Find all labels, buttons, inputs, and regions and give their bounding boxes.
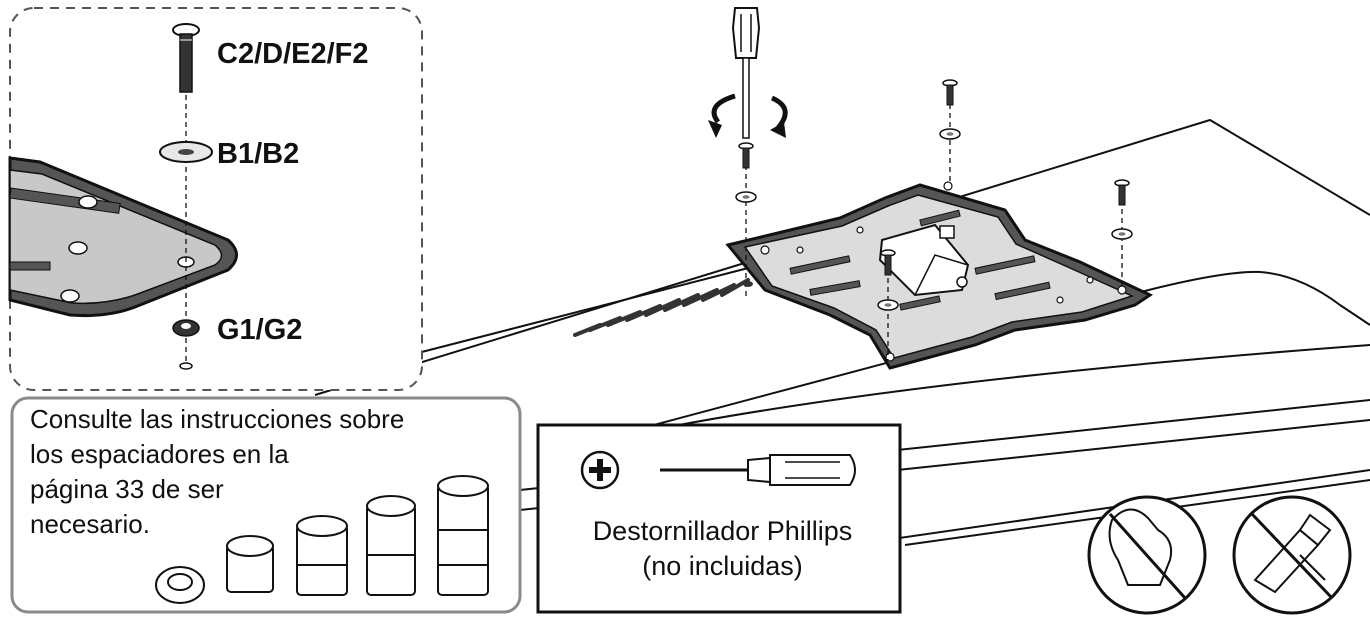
tool-name: Destornillador Phillips xyxy=(592,516,853,546)
no-overtighten-icon xyxy=(1087,495,1207,615)
phillips-plus-icon xyxy=(580,450,620,490)
spacer-icons xyxy=(155,475,489,604)
tool-caption: Destornillador Phillips (no incluidas) xyxy=(545,514,900,584)
spacer-note-box xyxy=(10,396,522,614)
spacer-note-line: página 33 de ser xyxy=(30,474,224,504)
tool-qualifier: (no incluidas) xyxy=(642,551,803,581)
screwdriver-icon xyxy=(660,454,856,486)
spacer-note-line: necesario. xyxy=(30,509,150,539)
spacer-note-line: los espaciadores en la xyxy=(30,439,289,469)
screw-label: C2/D/E2/F2 xyxy=(217,38,369,70)
tool-box xyxy=(536,423,902,614)
washer-label: B1/B2 xyxy=(217,138,300,170)
mounting-plate xyxy=(725,181,1154,370)
no-power-drill-icon xyxy=(1232,495,1352,615)
spacer-note-line: Consulte las instrucciones sobre xyxy=(30,404,405,434)
screw-icon xyxy=(172,23,200,93)
nut-label: G1/G2 xyxy=(217,314,303,346)
screwdriver-rotating-icon xyxy=(708,7,788,139)
tv-vent-slots xyxy=(573,278,750,337)
nut-icon xyxy=(172,319,200,337)
spacer-note: Consulte las instrucciones sobre los esp… xyxy=(30,402,500,542)
washer-icon xyxy=(159,141,213,163)
mounting-screws xyxy=(735,79,1133,360)
hardware-detail-box xyxy=(8,7,423,391)
